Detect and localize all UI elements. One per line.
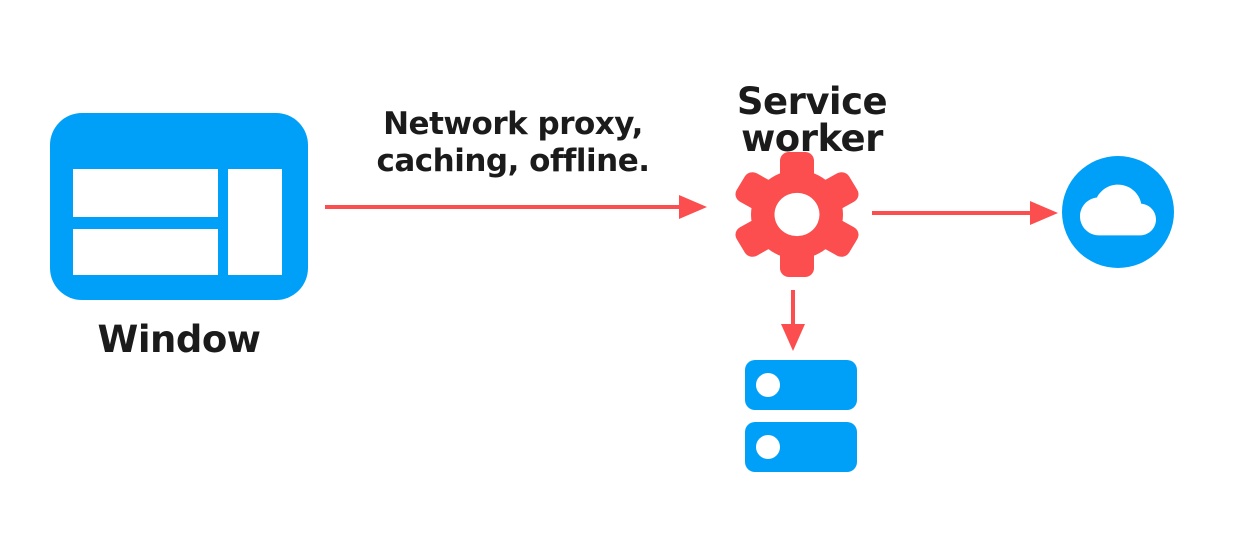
arrow-worker-to-network bbox=[872, 201, 1058, 225]
window-label: Window bbox=[97, 318, 261, 361]
network-circle bbox=[1062, 156, 1174, 268]
window-content-bar-top bbox=[73, 169, 218, 217]
network-proxy-caption-line2: caching, offline. bbox=[376, 143, 650, 179]
storage-disk-top-indicator bbox=[756, 373, 780, 397]
database-icon bbox=[745, 360, 857, 484]
arrow-window-to-worker bbox=[325, 195, 707, 219]
service-worker-label: Service worker bbox=[736, 80, 888, 160]
storage-disk-bottom bbox=[745, 422, 857, 472]
window-content-bar-bottom bbox=[73, 229, 218, 275]
network-proxy-caption-line1: Network proxy, bbox=[383, 106, 643, 142]
browser-window-icon bbox=[50, 113, 308, 300]
storage-disk-top bbox=[745, 360, 857, 410]
storage-disk-bottom-indicator bbox=[756, 435, 780, 459]
window-sidebar-bar bbox=[228, 169, 282, 275]
network-proxy-caption: Network proxy, caching, offline. bbox=[363, 106, 663, 180]
arrow-worker-to-storage bbox=[781, 290, 805, 351]
cloud-icon bbox=[1080, 184, 1156, 236]
gear-icon bbox=[735, 152, 859, 277]
